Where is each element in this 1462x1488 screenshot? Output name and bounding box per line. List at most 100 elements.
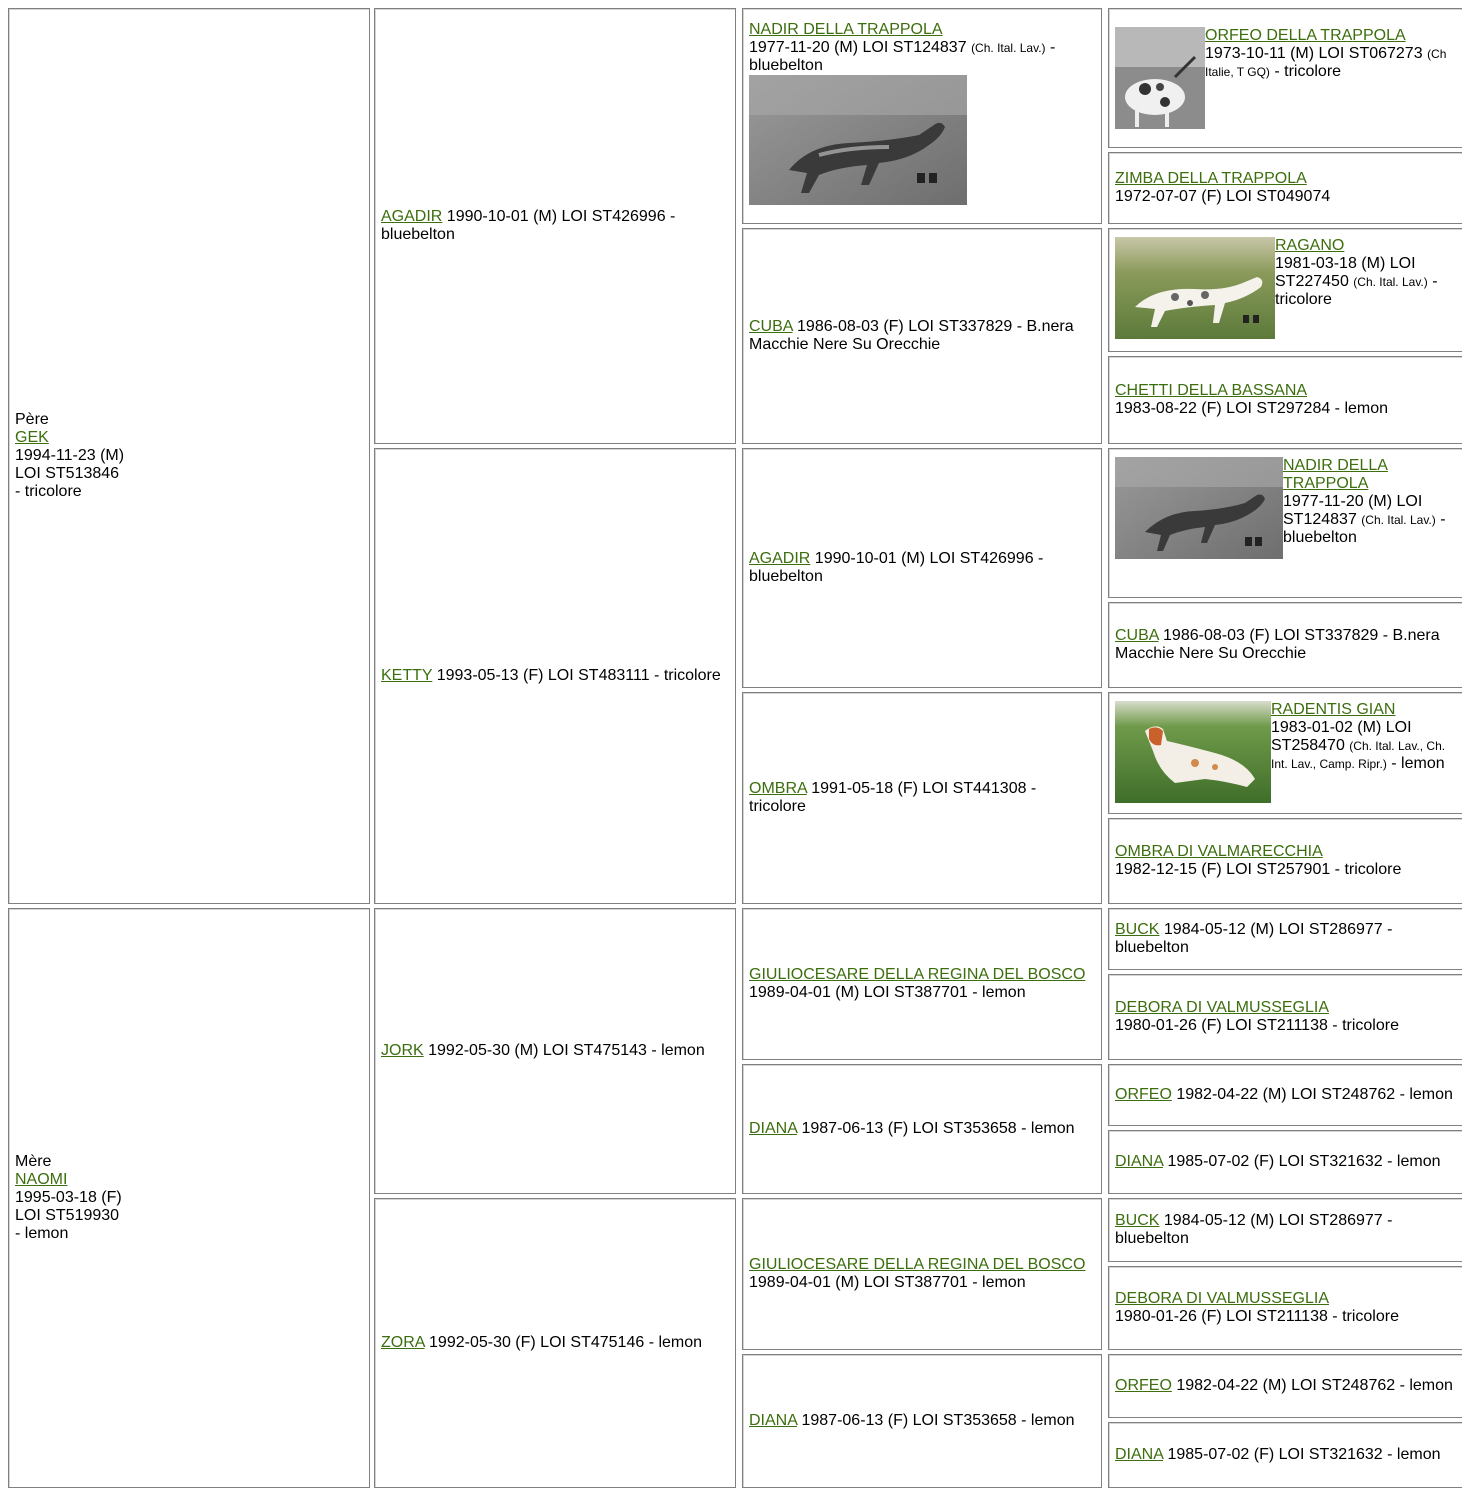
sire-link-agadir[interactable]: AGADIR: [381, 208, 443, 225]
gen4-color-nadir: - bluebelton: [1283, 511, 1446, 546]
gen4-info-ombra-valmarecchia: 1982-12-15 (F) LOI ST257901 - tricolore: [1115, 861, 1402, 878]
gen4-info-orfeo-trappola: 1973-10-11 (M) LOI ST067273: [1205, 45, 1423, 62]
gen4-link-buck2[interactable]: BUCK: [1115, 1212, 1160, 1229]
gen4-info-debora1: 1980-01-26 (F) LOI ST211138 - tricolore: [1115, 1017, 1399, 1034]
gen3-link-cuba[interactable]: CUBA: [749, 318, 793, 335]
mother-label: Mère: [15, 1153, 52, 1170]
dog-photo-orfeo: [1115, 27, 1205, 129]
mother-name-link[interactable]: NAOMI: [15, 1171, 68, 1188]
sire-cell-agadir: AGADIR 1990-10-01 (M) LOI ST426996 - blu…: [374, 8, 736, 444]
gen4-link-debora1[interactable]: DEBORA DI VALMUSSEGLIA: [1115, 999, 1329, 1016]
gen4-link-cuba[interactable]: CUBA: [1115, 627, 1159, 644]
dog-photo-nadir-small: [1115, 457, 1283, 559]
gen4-info-cuba: 1986-08-03 (F) LOI ST337829 - B.nera Mac…: [1115, 627, 1440, 662]
gen4-color-orfeo-trappola: - tricolore: [1274, 63, 1342, 80]
gen4-titles-radentis: (Ch. Ital. Lav., Ch. Int. Lav., Camp. Ri…: [1271, 739, 1446, 771]
gen4-link-diana-b[interactable]: DIANA: [1115, 1446, 1164, 1463]
mother-loi: LOI ST519930: [15, 1207, 120, 1224]
gen4-link-nadir[interactable]: NADIR DELLA TRAPPOLA: [1283, 457, 1388, 492]
dam-info-zora: 1992-05-30 (F) LOI ST475146 - lemon: [429, 1334, 703, 1351]
gen4-link-orfeo-trappola[interactable]: ORFEO DELLA TRAPPOLA: [1205, 27, 1406, 44]
sire-cell-jork: JORK 1992-05-30 (M) LOI ST475143 - lemon: [374, 908, 736, 1194]
mother-date: 1995-03-18 (F): [15, 1189, 122, 1206]
gen3-info-giulio1: 1989-04-01 (M) LOI ST387701 - lemon: [749, 984, 1026, 1001]
gen4-cell-zimba: ZIMBA DELLA TRAPPOLA 1972-07-07 (F) LOI …: [1108, 152, 1462, 224]
gen3-info-nadir: 1977-11-20 (M) LOI ST124837: [749, 39, 967, 56]
gen4-cell-diana-b: DIANA 1985-07-02 (F) LOI ST321632 - lemo…: [1108, 1422, 1462, 1488]
gen4-info-radentis: 1983-01-02 (M) LOI ST258470: [1271, 719, 1412, 754]
father-loi: LOI ST513846: [15, 465, 120, 482]
gen4-cell-buck2: BUCK 1984-05-12 (M) LOI ST286977 - blueb…: [1108, 1198, 1462, 1262]
gen4-cell-buck1: BUCK 1984-05-12 (M) LOI ST286977 - blueb…: [1108, 908, 1462, 970]
gen4-titles-nadir: (Ch. Ital. Lav.): [1361, 513, 1436, 527]
gen3-cell-diana1: DIANA 1987-06-13 (F) LOI ST353658 - lemo…: [742, 1064, 1102, 1194]
gen4-link-radentis[interactable]: RADENTIS GIAN: [1271, 701, 1396, 718]
father-cell: Père GEK 1994-11-23 (M) LOI ST513846 - t…: [8, 8, 370, 904]
sire-info-agadir: 1990-10-01 (M) LOI ST426996 - bluebelton: [381, 208, 676, 243]
dog-photo-ragano: [1115, 237, 1275, 339]
gen4-color-ragano: - tricolore: [1275, 273, 1438, 308]
dog-photo-radentis: [1115, 701, 1271, 803]
gen4-cell-radentis: RADENTIS GIAN 1983-01-02 (M) LOI ST25847…: [1108, 692, 1462, 814]
gen3-cell-ombra: OMBRA 1991-05-18 (F) LOI ST441308 - tric…: [742, 692, 1102, 904]
gen4-info-ragano: 1981-03-18 (M) LOI ST227450: [1275, 255, 1416, 290]
gen4-link-chetti[interactable]: CHETTI DELLA BASSANA: [1115, 382, 1308, 399]
gen4-link-ragano[interactable]: RAGANO: [1275, 237, 1345, 254]
gen3-cell-agadir: AGADIR 1990-10-01 (M) LOI ST426996 - blu…: [742, 448, 1102, 688]
gen4-cell-orfeo2: ORFEO 1982-04-22 (M) LOI ST248762 - lemo…: [1108, 1354, 1462, 1418]
dam-link-ketty[interactable]: KETTY: [381, 667, 433, 684]
gen3-cell-cuba: CUBA 1986-08-03 (F) LOI ST337829 - B.ner…: [742, 228, 1102, 444]
gen4-link-zimba[interactable]: ZIMBA DELLA TRAPPOLA: [1115, 170, 1307, 187]
gen3-info-ombra: 1991-05-18 (F) LOI ST441308 - tricolore: [749, 780, 1037, 815]
gen4-titles-orfeo-trappola: (Ch Italie, T GQ): [1205, 47, 1447, 79]
mother-color: - lemon: [15, 1225, 69, 1242]
gen4-link-diana-a[interactable]: DIANA: [1115, 1153, 1164, 1170]
gen3-color-nadir: - bluebelton: [749, 39, 1056, 74]
gen3-info-diana2: 1987-06-13 (F) LOI ST353658 - lemon: [801, 1412, 1075, 1429]
gen4-link-debora2[interactable]: DEBORA DI VALMUSSEGLIA: [1115, 1290, 1329, 1307]
dam-cell-ketty: KETTY 1993-05-13 (F) LOI ST483111 - tric…: [374, 448, 736, 904]
gen3-info-diana1: 1987-06-13 (F) LOI ST353658 - lemon: [801, 1120, 1075, 1137]
sire-link-jork[interactable]: JORK: [381, 1042, 424, 1059]
father-label: Père: [15, 411, 49, 428]
gen4-info-zimba: 1972-07-07 (F) LOI ST049074: [1115, 188, 1331, 205]
gen4-info-nadir: 1977-11-20 (M) LOI ST124837: [1283, 493, 1423, 528]
dam-info-ketty: 1993-05-13 (F) LOI ST483111 - tricolore: [436, 667, 721, 684]
gen3-link-diana2[interactable]: DIANA: [749, 1412, 798, 1429]
gen3-link-ombra[interactable]: OMBRA: [749, 780, 807, 797]
father-date: 1994-11-23 (M): [15, 447, 125, 464]
gen3-link-giulio1[interactable]: GIULIOCESARE DELLA REGINA DEL BOSCO: [749, 966, 1086, 983]
gen3-titles-nadir: (Ch. Ital. Lav.): [971, 41, 1046, 55]
gen4-cell-ombra-valmarecchia: OMBRA DI VALMARECCHIA 1982-12-15 (F) LOI…: [1108, 818, 1462, 904]
gen4-info-orfeo2: 1982-04-22 (M) LOI ST248762 - lemon: [1176, 1377, 1453, 1394]
father-color: - tricolore: [15, 483, 82, 500]
gen3-cell-nadir: NADIR DELLA TRAPPOLA 1977-11-20 (M) LOI …: [742, 8, 1102, 224]
gen4-info-buck1: 1984-05-12 (M) LOI ST286977 - bluebelton: [1115, 921, 1393, 956]
gen3-cell-giulio2: GIULIOCESARE DELLA REGINA DEL BOSCO 1989…: [742, 1198, 1102, 1350]
gen4-link-orfeo2[interactable]: ORFEO: [1115, 1377, 1172, 1394]
gen4-info-orfeo1: 1982-04-22 (M) LOI ST248762 - lemon: [1176, 1086, 1453, 1103]
gen4-info-diana-b: 1985-07-02 (F) LOI ST321632 - lemon: [1167, 1446, 1441, 1463]
gen3-cell-diana2: DIANA 1987-06-13 (F) LOI ST353658 - lemo…: [742, 1354, 1102, 1488]
gen4-color-radentis: - lemon: [1391, 755, 1445, 772]
dam-link-zora[interactable]: ZORA: [381, 1334, 425, 1351]
gen4-cell-nadir: NADIR DELLA TRAPPOLA 1977-11-20 (M) LOI …: [1108, 448, 1462, 598]
gen3-link-agadir[interactable]: AGADIR: [749, 550, 811, 567]
gen4-link-orfeo1[interactable]: ORFEO: [1115, 1086, 1172, 1103]
gen4-link-ombra-valmarecchia[interactable]: OMBRA DI VALMARECCHIA: [1115, 843, 1323, 860]
father-name-link[interactable]: GEK: [15, 429, 49, 446]
gen4-link-buck1[interactable]: BUCK: [1115, 921, 1160, 938]
dam-cell-zora: ZORA 1992-05-30 (F) LOI ST475146 - lemon: [374, 1198, 736, 1488]
gen3-cell-giulio1: GIULIOCESARE DELLA REGINA DEL BOSCO 1989…: [742, 908, 1102, 1060]
gen4-cell-ragano: RAGANO 1981-03-18 (M) LOI ST227450 (Ch. …: [1108, 228, 1462, 352]
gen3-link-nadir[interactable]: NADIR DELLA TRAPPOLA: [749, 21, 943, 38]
gen4-cell-orfeo1: ORFEO 1982-04-22 (M) LOI ST248762 - lemo…: [1108, 1064, 1462, 1126]
gen4-info-chetti: 1983-08-22 (F) LOI ST297284 - lemon: [1115, 400, 1389, 417]
gen4-cell-cuba: CUBA 1986-08-03 (F) LOI ST337829 - B.ner…: [1108, 602, 1462, 688]
gen4-cell-diana-a: DIANA 1985-07-02 (F) LOI ST321632 - lemo…: [1108, 1130, 1462, 1194]
gen4-titles-ragano: (Ch. Ital. Lav.): [1353, 275, 1428, 289]
gen3-link-giulio2[interactable]: GIULIOCESARE DELLA REGINA DEL BOSCO: [749, 1256, 1086, 1273]
gen3-link-diana1[interactable]: DIANA: [749, 1120, 798, 1137]
gen3-info-giulio2: 1989-04-01 (M) LOI ST387701 - lemon: [749, 1274, 1026, 1291]
mother-cell: Mère NAOMI 1995-03-18 (F) LOI ST519930 -…: [8, 908, 370, 1488]
